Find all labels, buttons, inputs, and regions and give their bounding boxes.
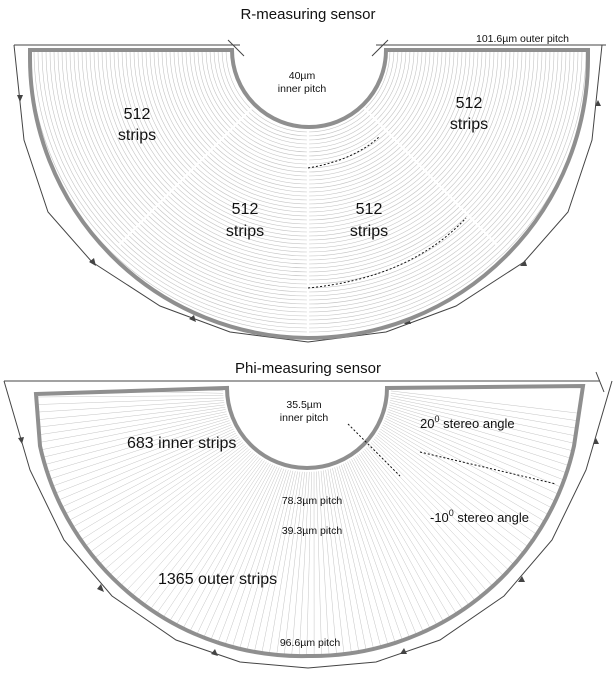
r-sector-label-bottom-right: strips: [350, 223, 388, 240]
phi-inner-pitch-label: inner pitch: [280, 412, 329, 424]
r-sensor-dotted-arc-outer: [307, 217, 467, 289]
r-sensor: R-measuring sensor: [13, 6, 606, 343]
r-sector-count-top-left: 512: [124, 106, 151, 123]
phi-stereo-dotted-line-2: [419, 451, 557, 485]
r-sensor-outline: [28, 48, 590, 341]
phi-sensor-strips: [36, 386, 583, 657]
phi-sensor-outline: [33, 383, 586, 659]
r-sector-label-top-left: strips: [118, 127, 156, 144]
r-inner-pitch-value: 40µm: [289, 70, 316, 82]
phi-stereo-angle-inner-label: stereo angle: [439, 416, 514, 431]
phi-pitch-39-label: 39.3µm pitch: [282, 525, 342, 537]
r-sector-count-bottom-right: 512: [356, 201, 383, 218]
phi-stereo-angle-inner: 200 stereo angle: [420, 414, 515, 431]
r-sector-count-top-right: 512: [456, 95, 483, 112]
phi-outer-strips-label: 1365 outer strips: [158, 571, 277, 588]
r-outer-pitch-label: 101.6µm outer pitch: [476, 33, 569, 45]
phi-pitch-96-label: 96.6µm pitch: [280, 637, 340, 649]
phi-inner-strips-label: 683 inner strips: [127, 435, 236, 452]
phi-inner-pitch-value: 35.5µm: [286, 399, 321, 411]
phi-stereo-angle-outer-value: -10: [430, 510, 449, 525]
r-inner-pitch-label: inner pitch: [278, 83, 327, 95]
phi-sensor-frame: [3, 371, 613, 669]
phi-stereo-dotted-line-1: [347, 423, 401, 477]
r-sector-label-top-right: strips: [450, 116, 488, 133]
r-sensor-frame: [13, 39, 606, 343]
phi-stereo-angle-outer-label: stereo angle: [454, 510, 529, 525]
phi-sensor: Phi-measuring sensor 35.5µm inner pitch …: [3, 360, 613, 669]
phi-stereo-angle-inner-exp: 0: [434, 414, 439, 424]
phi-stereo-angle-outer-exp: 0: [449, 508, 454, 518]
r-sensor-dotted-arc-inner: [307, 135, 381, 169]
phi-pitch-78-label: 78.3µm pitch: [282, 495, 342, 507]
phi-sensor-title: Phi-measuring sensor: [235, 360, 381, 377]
r-sector-count-bottom-left: 512: [232, 201, 259, 218]
r-sensor-title: R-measuring sensor: [240, 6, 375, 23]
phi-stereo-angle-outer: -100 stereo angle: [430, 508, 529, 525]
r-sector-label-bottom-left: strips: [226, 223, 264, 240]
phi-stereo-angle-inner-value: 20: [420, 416, 434, 431]
phi-sensor-frame-arrows: [18, 437, 599, 656]
